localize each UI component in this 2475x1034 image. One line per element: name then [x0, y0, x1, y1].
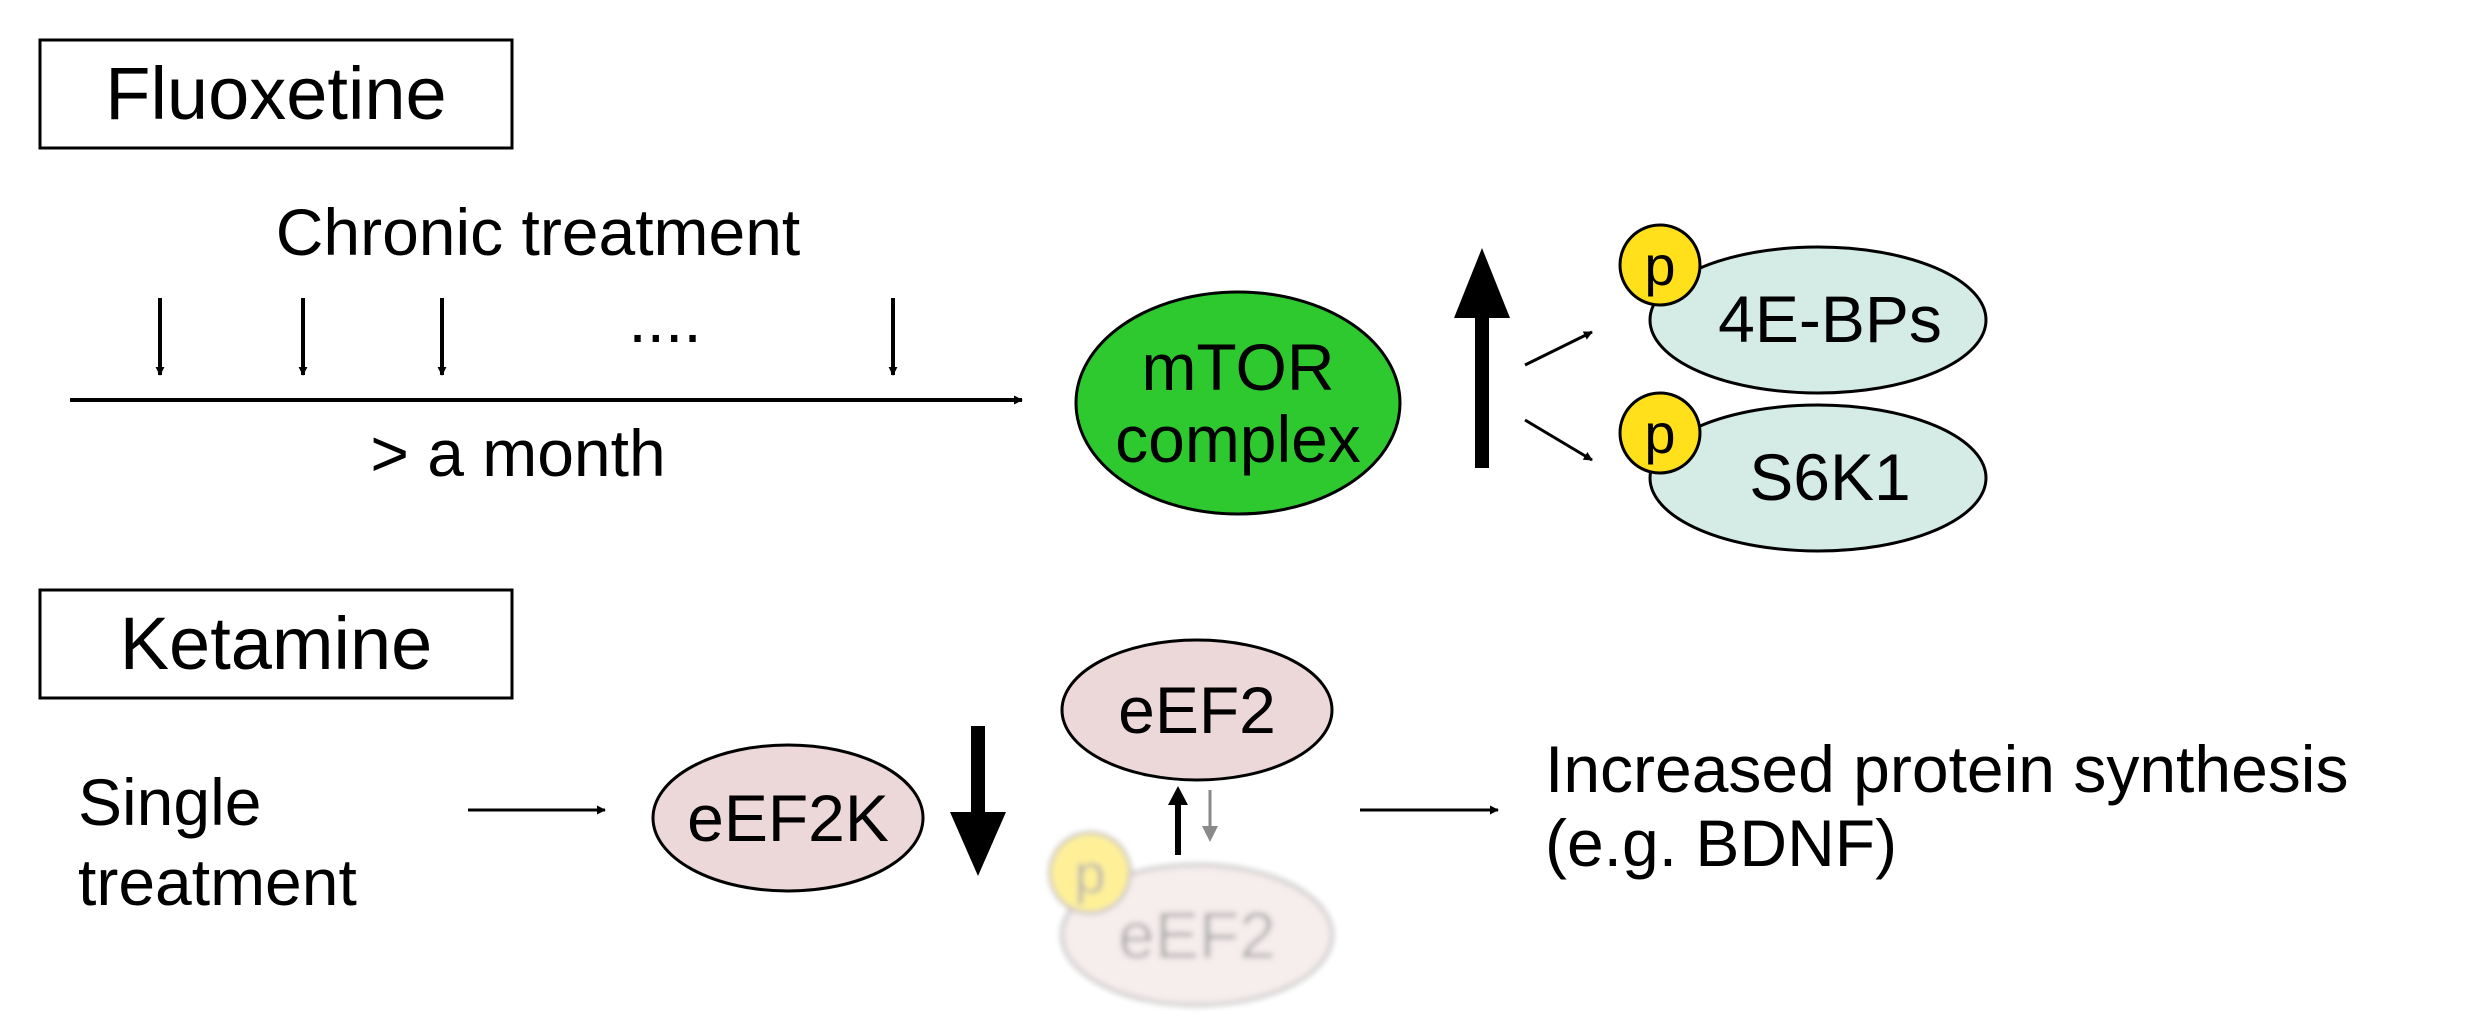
single-treatment-line1: Single — [78, 765, 261, 839]
fluoxetine-box — [38, 38, 514, 150]
phospho-eef2-group: eEF2 p — [1048, 831, 1334, 1007]
phospho-label-4ebps: p — [1644, 234, 1675, 297]
target-label-s6k1: S6K1 — [1749, 440, 1910, 514]
phospho-eef2-badge — [1048, 831, 1132, 915]
ketamine-label: Ketamine — [120, 602, 433, 685]
eef2-label: eEF2 — [1118, 673, 1276, 747]
fluoxetine-label: Fluoxetine — [105, 52, 446, 135]
increase-arrow — [1454, 248, 1510, 468]
equilibrium-arrows — [1168, 786, 1218, 855]
target-node-s6k1 — [1648, 403, 1988, 553]
result-line2: (e.g. BDNF) — [1545, 806, 1897, 880]
branch-arrow-4ebps — [1524, 330, 1593, 367]
eef2-node — [1060, 638, 1334, 782]
up-arrow-head — [1168, 786, 1188, 805]
mtor-complex-node — [1074, 290, 1402, 516]
target-label-4ebps: 4E-BPs — [1718, 282, 1942, 356]
eef2k-label: eEF2K — [687, 781, 889, 855]
phospho-label-s6k1: p — [1644, 402, 1675, 465]
mtor-label-line2: complex — [1115, 402, 1361, 476]
duration-label: > a month — [370, 416, 665, 490]
branch-arrow-s6k1 — [1524, 418, 1593, 462]
decrease-arrow-head — [950, 812, 1006, 876]
dose-arrows — [155, 298, 898, 376]
ketamine-box — [38, 588, 514, 700]
phospho-eef2-badge-label: p — [1074, 842, 1105, 905]
phospho-eef2-label: eEF2 — [1118, 898, 1276, 972]
fluoxetine-section: Fluoxetine Chronic treatment .... > a mo… — [38, 38, 1988, 553]
mtor-label-line1: mTOR — [1141, 330, 1334, 404]
eef2k-node — [651, 743, 925, 893]
target-node-4ebps — [1648, 245, 1988, 395]
single-treatment-line2: treatment — [78, 845, 357, 919]
decrease-arrow — [950, 726, 1006, 876]
increase-arrow-head — [1454, 248, 1510, 318]
phospho-badge-4ebps — [1618, 223, 1702, 307]
down-arrow-head — [1202, 826, 1218, 842]
dose-ellipsis: .... — [628, 282, 701, 356]
phospho-badge-s6k1 — [1618, 391, 1702, 475]
chronic-treatment-label: Chronic treatment — [276, 195, 801, 269]
result-line1: Increased protein synthesis — [1545, 732, 2348, 806]
ketamine-section: Ketamine Single treatment eEF2K eEF2 p e… — [38, 588, 2348, 1007]
phospho-eef2-node — [1060, 863, 1334, 1007]
